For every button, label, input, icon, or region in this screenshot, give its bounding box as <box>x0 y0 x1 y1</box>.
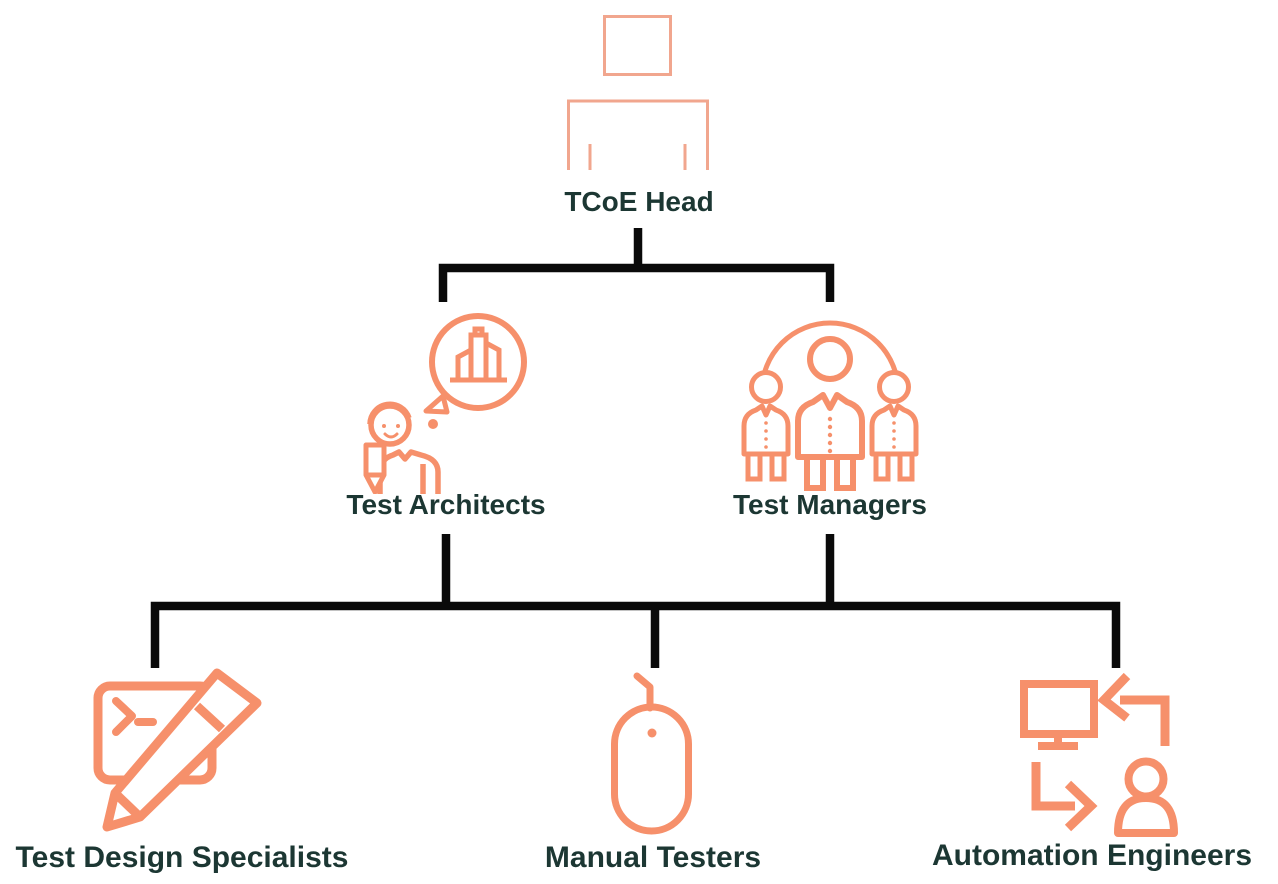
person-bust-icon <box>567 15 709 171</box>
node-label-test-architects: Test Architects <box>346 489 546 520</box>
terminal-pencil-icon <box>93 660 268 845</box>
node-label-test-managers: Test Managers <box>733 489 927 520</box>
mouse-icon <box>610 668 695 835</box>
node-label-test-design-specialists: Test Design Specialists <box>15 841 349 874</box>
node-label-manual-testers: Manual Testers <box>544 841 762 874</box>
automation-cycle-icon <box>1015 672 1180 844</box>
node-label-tcoe-head: TCoE Head <box>564 186 714 217</box>
node-label-automation-engineers: Automation Engineers <box>931 839 1253 872</box>
connector-level3-branch <box>150 601 1121 668</box>
connector-level2-branch <box>438 263 835 302</box>
architect-idea-icon <box>355 312 530 494</box>
team-icon <box>735 315 925 495</box>
